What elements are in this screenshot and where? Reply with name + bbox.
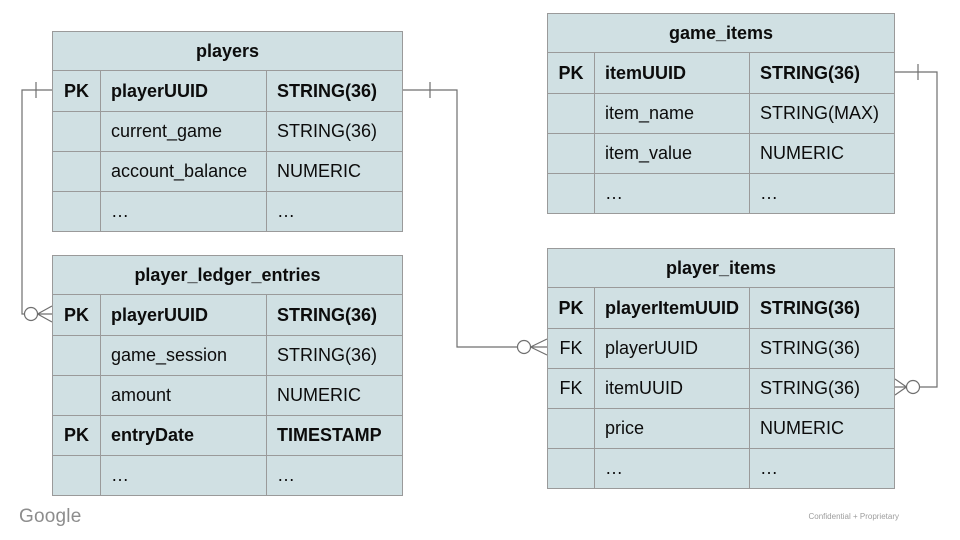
key-cell [53, 456, 100, 495]
column-type-cell: STRING(36) [266, 295, 402, 335]
column-type-cell: STRING(36) [749, 288, 894, 328]
crow-foot-icon [530, 338, 548, 356]
table-row: item_value NUMERIC [548, 133, 894, 173]
key-cell [53, 152, 100, 191]
key-cell: PK [63, 304, 89, 325]
column-name-cell: itemUUID [594, 369, 749, 408]
relationship-line-players-ledger [21, 89, 52, 315]
key-cell [53, 376, 100, 415]
table-row: PK playerItemUUID STRING(36) [548, 288, 894, 328]
column-type-cell: STRING(MAX) [749, 94, 894, 133]
table-row: game_session STRING(36) [53, 335, 402, 375]
column-type-cell: STRING(36) [749, 53, 894, 93]
column-type-cell: STRING(36) [266, 71, 402, 111]
column-name-cell: playerUUID [594, 329, 749, 368]
table-title: player_ledger_entries [53, 256, 402, 295]
table-row: item_name STRING(MAX) [548, 93, 894, 133]
zero-circle-icon [516, 339, 532, 355]
column-name-cell: amount [100, 376, 266, 415]
column-type-cell: NUMERIC [749, 409, 894, 448]
zero-circle-icon [905, 379, 921, 395]
table-row: … … [53, 455, 402, 495]
table-title: players [53, 32, 402, 71]
column-name-cell: playerUUID [100, 71, 266, 111]
entity-table-game-items: game_items PK itemUUID STRING(36) item_n… [547, 13, 895, 214]
key-cell [53, 192, 100, 231]
column-type-cell: NUMERIC [266, 376, 402, 415]
table-row: … … [548, 448, 894, 488]
table-row: amount NUMERIC [53, 375, 402, 415]
column-type-cell: … [266, 456, 402, 495]
key-cell [53, 112, 100, 151]
column-name-cell: price [594, 409, 749, 448]
column-type-cell: STRING(36) [266, 336, 402, 375]
column-name-cell: … [100, 192, 266, 231]
table-row: price NUMERIC [548, 408, 894, 448]
key-cell [53, 336, 100, 375]
table-row: FK itemUUID STRING(36) [548, 368, 894, 408]
confidential-label: Confidential + Proprietary [808, 512, 900, 521]
column-type-cell: NUMERIC [266, 152, 402, 191]
table-row: account_balance NUMERIC [53, 151, 402, 191]
column-name-cell: item_value [594, 134, 749, 173]
column-name-cell: entryDate [100, 416, 266, 455]
column-type-cell: TIMESTAMP [266, 416, 402, 455]
table-row: PK entryDate TIMESTAMP [53, 415, 402, 455]
table-row: PK playerUUID STRING(36) [53, 71, 402, 111]
column-name-cell: playerItemUUID [594, 288, 749, 328]
column-name-cell: … [100, 456, 266, 495]
column-name-cell: itemUUID [594, 53, 749, 93]
column-type-cell: … [749, 449, 894, 488]
table-row: … … [548, 173, 894, 213]
column-name-cell: item_name [594, 94, 749, 133]
table-row: PK itemUUID STRING(36) [548, 53, 894, 93]
relationship-line-gameitems-playeritems [895, 71, 938, 388]
zero-circle-icon [23, 306, 39, 322]
key-cell: PK [558, 62, 584, 83]
key-cell: FK [559, 378, 583, 398]
column-type-cell: STRING(36) [266, 112, 402, 151]
key-cell [548, 449, 594, 488]
column-type-cell: STRING(36) [749, 329, 894, 368]
key-cell: PK [558, 297, 584, 318]
key-cell [548, 94, 594, 133]
column-type-cell: … [749, 174, 894, 213]
column-name-cell: playerUUID [100, 295, 266, 335]
column-name-cell: account_balance [100, 152, 266, 191]
relationship-line-players-playeritems [403, 89, 518, 348]
key-cell: FK [559, 338, 583, 358]
column-type-cell: NUMERIC [749, 134, 894, 173]
table-title: player_items [548, 249, 894, 288]
entity-table-player-items: player_items PK playerItemUUID STRING(36… [547, 248, 895, 489]
table-row: current_game STRING(36) [53, 111, 402, 151]
table-row: … … [53, 191, 402, 231]
column-name-cell: current_game [100, 112, 266, 151]
column-type-cell: … [266, 192, 402, 231]
column-name-cell: … [594, 174, 749, 213]
key-cell [548, 174, 594, 213]
entity-table-player-ledger-entries: player_ledger_entries PK playerUUID STRI… [52, 255, 403, 496]
key-cell [548, 409, 594, 448]
crow-foot-icon [894, 378, 907, 396]
column-type-cell: STRING(36) [749, 369, 894, 408]
table-row: PK playerUUID STRING(36) [53, 295, 402, 335]
table-row: FK playerUUID STRING(36) [548, 328, 894, 368]
key-cell: PK [63, 425, 89, 445]
entity-table-players: players PK playerUUID STRING(36) current… [52, 31, 403, 232]
google-logo: Google [19, 506, 82, 527]
key-cell: PK [63, 80, 89, 101]
column-name-cell: game_session [100, 336, 266, 375]
key-cell [548, 134, 594, 173]
column-name-cell: … [594, 449, 749, 488]
table-title: game_items [548, 14, 894, 53]
crow-foot-icon [37, 305, 53, 323]
